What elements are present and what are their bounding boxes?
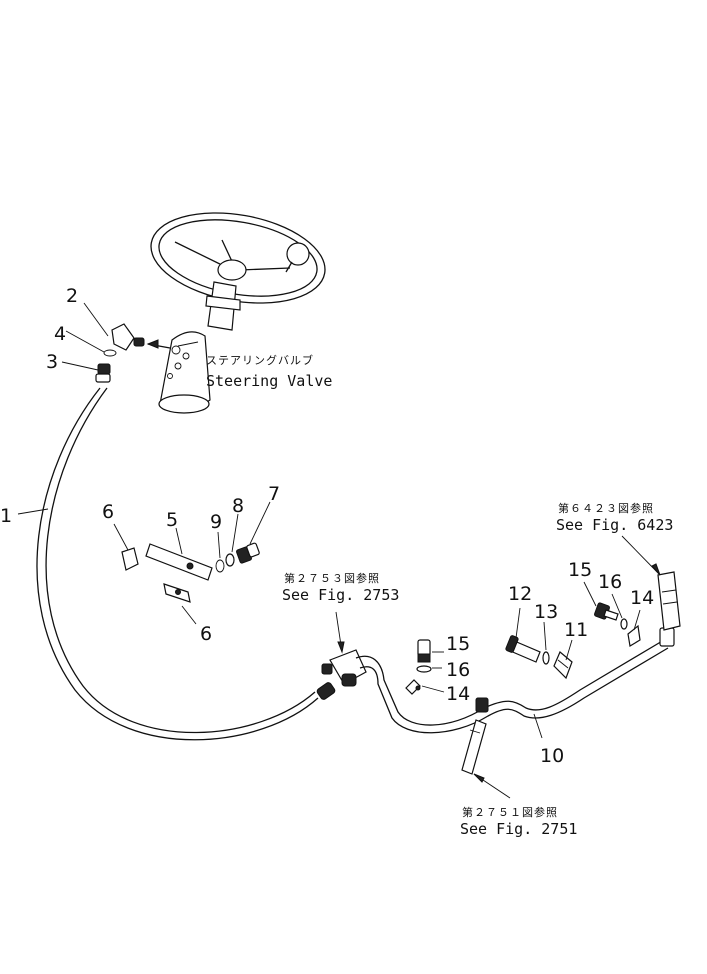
ref-2751-en-label: See Fig. 2751 bbox=[460, 820, 577, 838]
clamp-plate bbox=[145, 543, 213, 581]
bolt-15-left bbox=[417, 639, 431, 663]
bracket-upper bbox=[121, 547, 139, 571]
callout-11: 11 bbox=[564, 619, 588, 641]
reference-labels: ステアリングバルブ Steering Valve 第６４２３図参照 See Fi… bbox=[206, 353, 673, 838]
bolt bbox=[236, 542, 260, 564]
callout-8: 8 bbox=[232, 495, 244, 517]
callout-16-left: 16 bbox=[446, 659, 470, 681]
lock-washer-icon bbox=[225, 553, 235, 567]
callout-14-right: 14 bbox=[630, 587, 654, 609]
washer-16-right-icon bbox=[620, 618, 628, 630]
callout-13: 13 bbox=[534, 601, 558, 623]
callout-3: 3 bbox=[46, 351, 58, 373]
callout-6-lower: 6 bbox=[200, 623, 212, 645]
washer-icon bbox=[215, 559, 225, 573]
bracket-lower bbox=[163, 583, 191, 603]
callout-12: 12 bbox=[508, 583, 532, 605]
ref-2753-jp-label: 第２７５３図参照 bbox=[284, 571, 380, 585]
callout-6-upper: 6 bbox=[102, 501, 114, 523]
callout-14-left: 14 bbox=[446, 683, 470, 705]
steering-valve-en-label: Steering Valve bbox=[206, 372, 332, 390]
steering-wheel bbox=[150, 212, 326, 304]
connecting-tube-2751 bbox=[461, 719, 487, 775]
callout-2: 2 bbox=[66, 285, 78, 307]
elbow-fitting bbox=[111, 323, 145, 351]
callouts: 1 2 3 4 5 6 6 7 8 9 10 11 12 13 14 14 15… bbox=[0, 285, 654, 767]
steering-valve-jp-label: ステアリングバルブ bbox=[206, 353, 314, 367]
callout-10: 10 bbox=[540, 745, 564, 767]
callout-1: 1 bbox=[0, 505, 12, 527]
connector-nipple bbox=[95, 363, 111, 383]
ref-2753-en-label: See Fig. 2753 bbox=[282, 586, 399, 604]
steering-valve bbox=[147, 331, 211, 414]
callout-15-right: 15 bbox=[568, 559, 592, 581]
callout-16-right: 16 bbox=[598, 571, 622, 593]
washer-16-left-icon bbox=[416, 665, 432, 673]
ref-6423-en-label: See Fig. 6423 bbox=[556, 516, 673, 534]
bolt-12 bbox=[505, 635, 541, 663]
clamp-11 bbox=[553, 651, 573, 680]
callout-4: 4 bbox=[54, 323, 66, 345]
connecting-tube-6423 bbox=[657, 571, 681, 631]
steering-column bbox=[205, 281, 241, 331]
o-ring-icon bbox=[103, 349, 117, 357]
callout-7: 7 bbox=[268, 483, 280, 505]
valve-block bbox=[321, 649, 367, 687]
clip-14-left bbox=[405, 679, 421, 695]
callout-5: 5 bbox=[166, 509, 178, 531]
bolt-15-right bbox=[594, 602, 619, 621]
leader-lines bbox=[17, 302, 661, 799]
arrowheads bbox=[146, 339, 661, 783]
callout-9: 9 bbox=[210, 511, 222, 533]
hydraulic-pipe bbox=[355, 627, 675, 734]
washer-13-icon bbox=[542, 651, 550, 665]
ref-2751-jp-label: 第２７５１図参照 bbox=[462, 805, 558, 819]
hose bbox=[36, 387, 336, 741]
ref-6423-jp-label: 第６４２３図参照 bbox=[558, 501, 654, 515]
callout-15-left: 15 bbox=[446, 633, 470, 655]
